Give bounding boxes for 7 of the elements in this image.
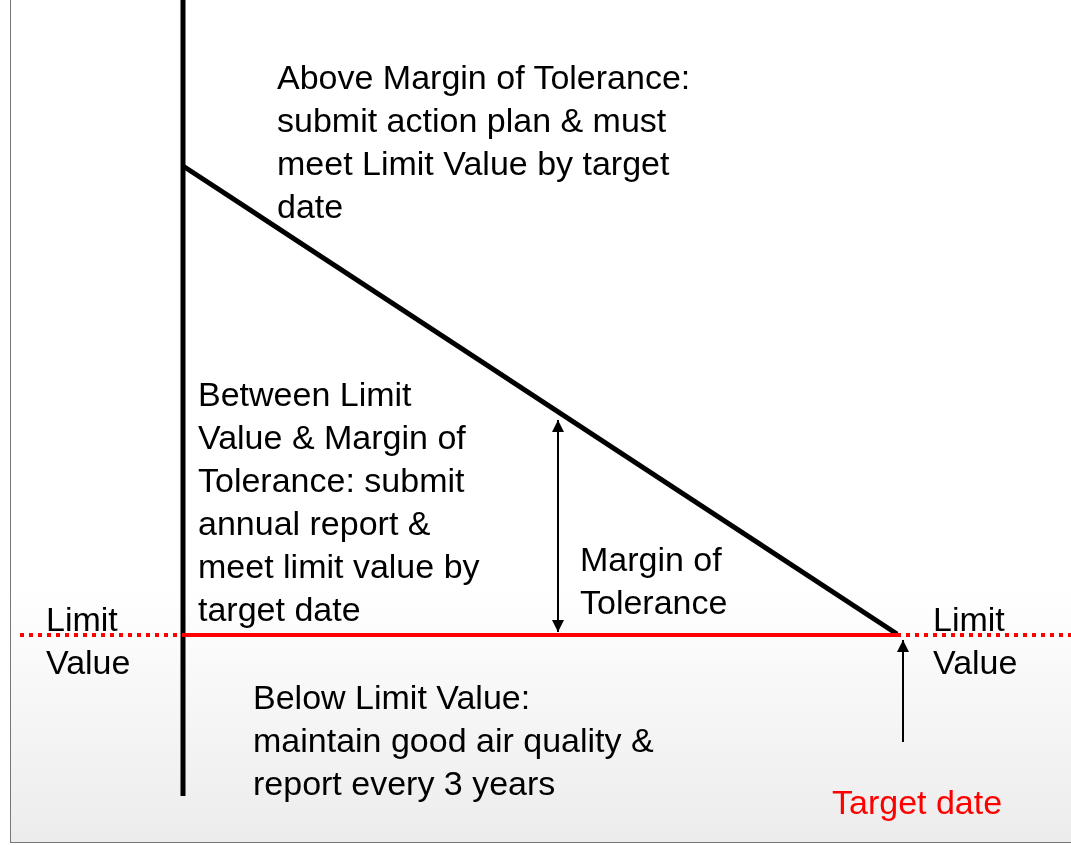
target-date-label: Target date (832, 782, 1004, 823)
annotation-text: Limit Value (46, 599, 132, 683)
annotation-text: Between Limit Value & Margin of Tolerance: submit annual report & meet limit value by target date (198, 374, 481, 630)
annotation-text: Below Limit Value: maintain good air quality & report every 3 years (253, 677, 655, 804)
annotation-text: Limit Value (933, 599, 1019, 683)
annotation-text: Margin of Tolerance (580, 539, 729, 623)
annotation-text: Above Margin of Tolerance: submit action plan & must meet Limit Value by target date (277, 57, 692, 227)
